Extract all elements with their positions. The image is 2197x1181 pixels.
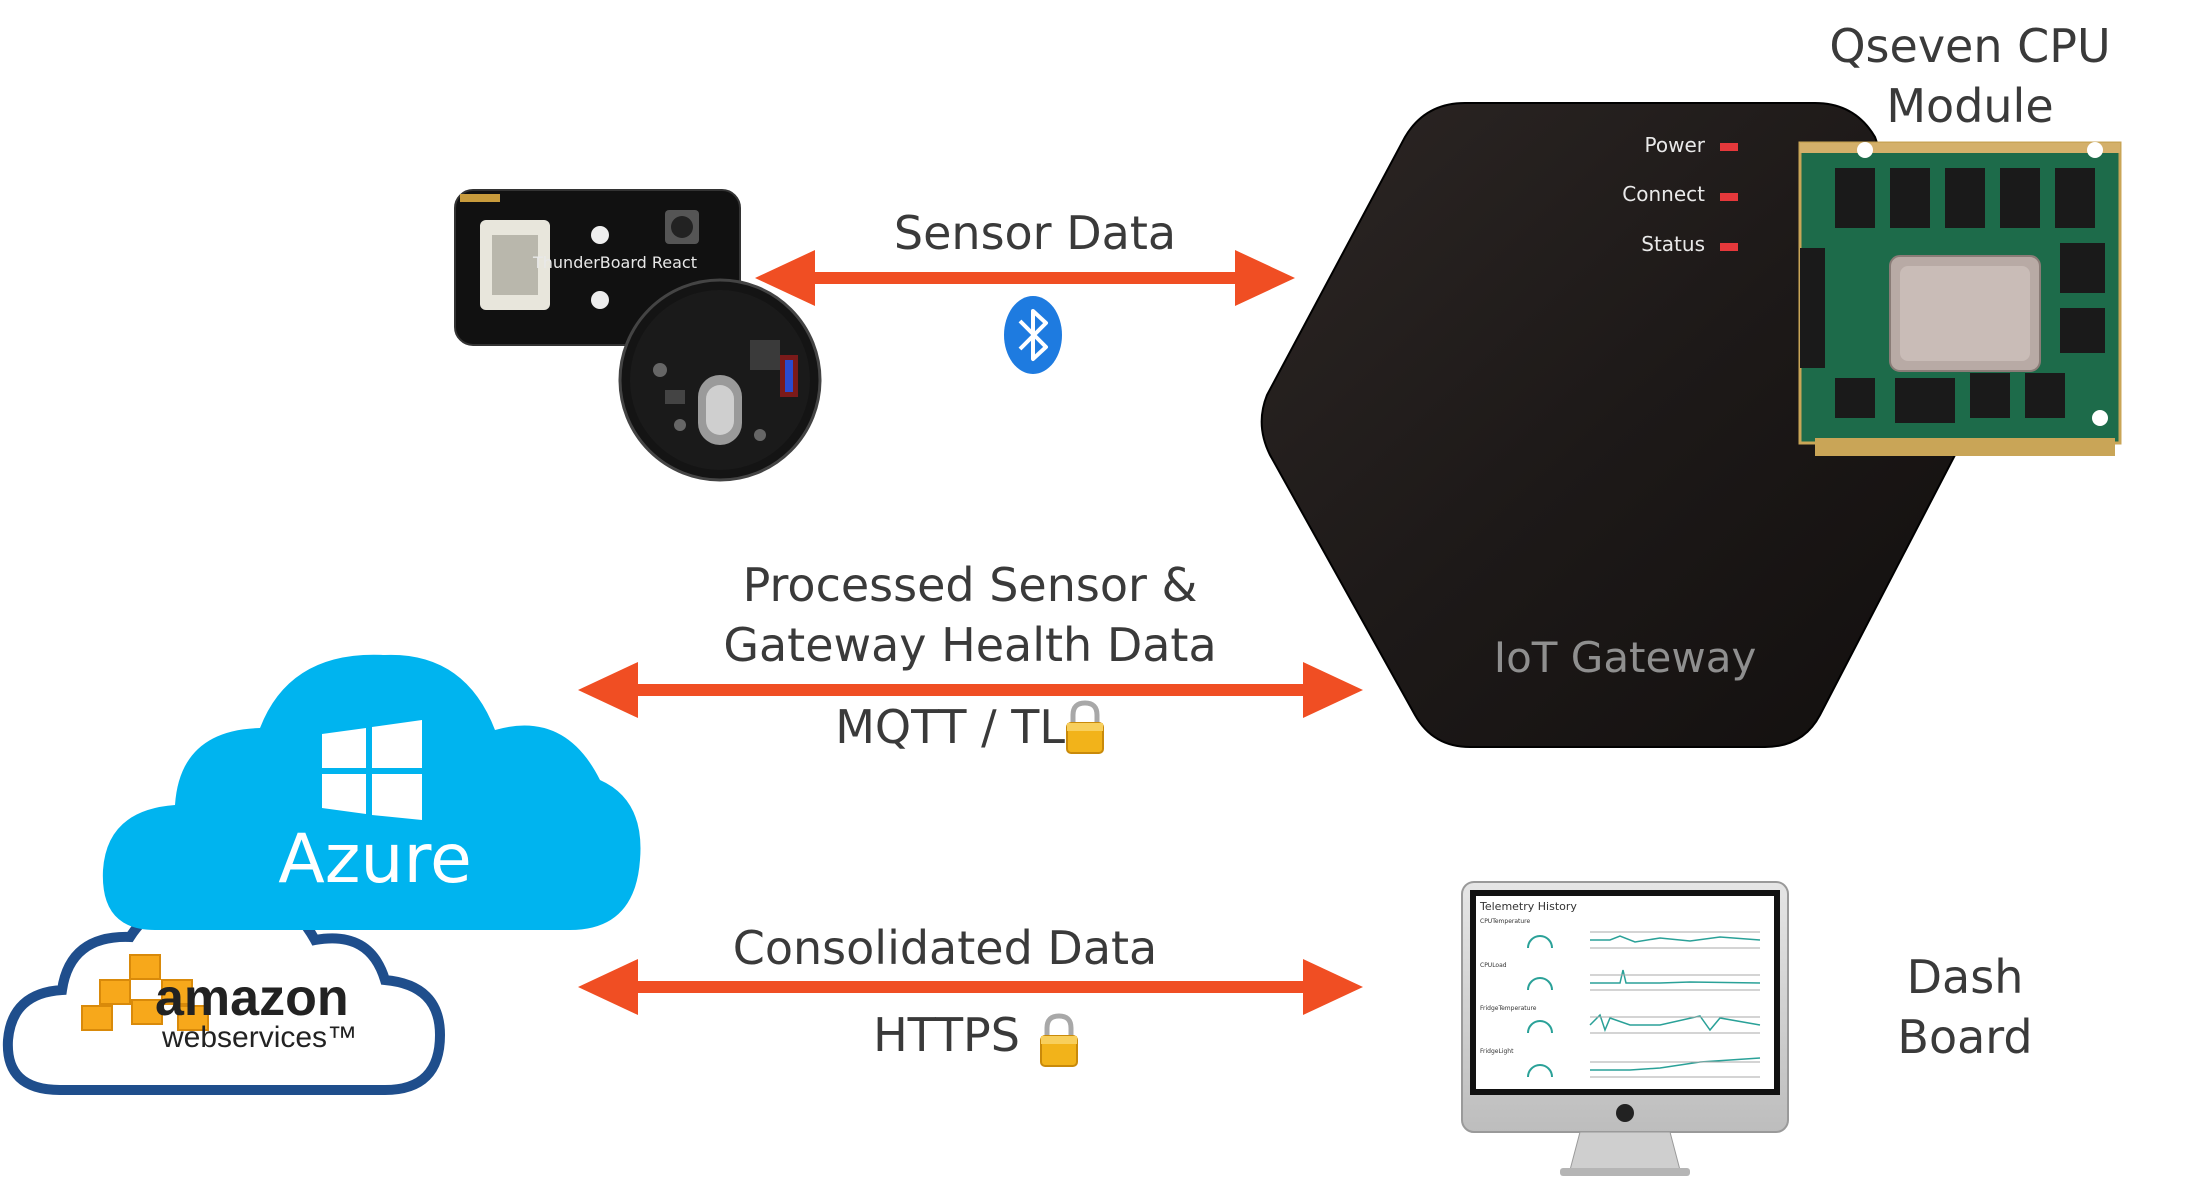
cloud-link-label-line2: Gateway Health Data bbox=[723, 618, 1217, 672]
lock-icon bbox=[1040, 1013, 1078, 1067]
sensor-data-label: Sensor Data bbox=[893, 206, 1177, 260]
bluetooth-icon bbox=[1004, 296, 1062, 374]
led-power-indicator bbox=[1720, 143, 1738, 151]
azure-cloud bbox=[102, 654, 641, 930]
gateway-label: IoT Gateway bbox=[1493, 633, 1757, 682]
led-connect-indicator bbox=[1720, 193, 1738, 201]
windows-logo-icon bbox=[322, 720, 422, 820]
mqtt-protocol-label: MQTT / TL bbox=[835, 700, 1065, 754]
dashboard-link-arrow bbox=[578, 959, 1363, 1015]
cpu-module-label-line1: Qseven CPU bbox=[1829, 19, 2111, 73]
led-status-label: Status bbox=[1641, 232, 1705, 256]
cloud-link-label-line1: Processed Sensor & bbox=[742, 558, 1198, 612]
aws-label-webservices: webservices™ bbox=[162, 1021, 358, 1054]
dashboard-label-line2: Board bbox=[1897, 1010, 2033, 1064]
dashboard-link-label: Consolidated Data bbox=[732, 921, 1158, 975]
led-status-indicator bbox=[1720, 243, 1738, 251]
dashboard-monitor bbox=[1461, 881, 1789, 1176]
dashboard-row-cpu-temperature: CPUTemperature bbox=[1480, 918, 1531, 925]
dashboard-row-fridge-temperature: FridgeTemperature bbox=[1480, 1005, 1537, 1012]
iot-gateway-device bbox=[1260, 102, 1970, 748]
aws-boxes-icon bbox=[81, 954, 209, 1031]
dashboard-row-fridge-light: FridgeLight bbox=[1480, 1048, 1514, 1055]
dashboard-screen-title: Telemetry History bbox=[1480, 900, 1577, 913]
cpu-module-label-line2: Module bbox=[1886, 79, 2054, 133]
sensor-board-name: ThunderBoard React bbox=[532, 253, 697, 272]
cloud-link-arrow bbox=[578, 662, 1363, 718]
https-protocol-label: HTTPS bbox=[873, 1008, 1020, 1062]
sensor-board-image: ThunderBoard React bbox=[454, 189, 822, 482]
dashboard-label-line1: Dash bbox=[1906, 950, 2024, 1004]
cpu-module-board bbox=[1798, 141, 2122, 456]
led-connect-label: Connect bbox=[1622, 182, 1705, 206]
sensor-data-arrow bbox=[755, 250, 1295, 306]
dashboard-row-cpu-load: CPULoad bbox=[1480, 962, 1507, 969]
led-power-label: Power bbox=[1644, 133, 1705, 157]
azure-label: Azure bbox=[278, 820, 472, 899]
aws-label-amazon: amazon bbox=[155, 969, 349, 1027]
lock-icon bbox=[1066, 700, 1104, 754]
